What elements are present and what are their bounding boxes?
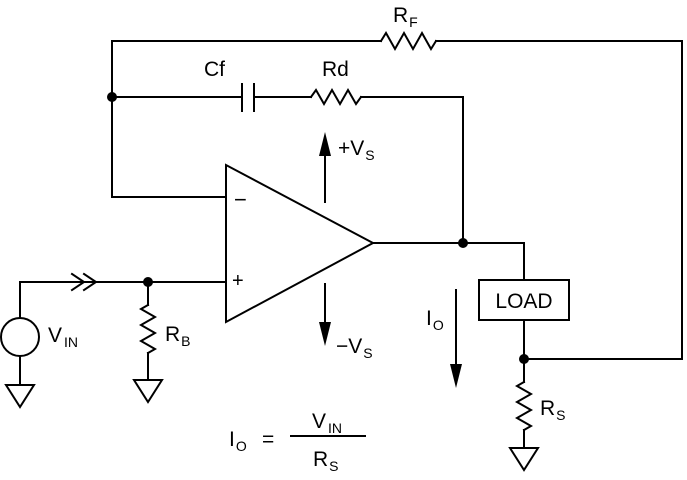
junction-dot — [107, 92, 117, 102]
inverting-input-sign: − — [234, 187, 247, 212]
vin-ground-symbol — [4, 384, 36, 409]
rb-resistor — [138, 303, 158, 355]
input-connector-chevrons — [70, 272, 98, 292]
rb-ground-symbol — [132, 379, 164, 404]
equation-denominator: RS — [313, 448, 339, 474]
rs-ground-symbol — [508, 447, 540, 472]
rs-label: RS — [540, 397, 566, 423]
cf-label: Cf — [204, 58, 225, 81]
rf-feedback-path — [111, 30, 683, 360]
rd-label: Rd — [322, 58, 349, 81]
positive-supply-arrow — [319, 132, 331, 203]
equation-equals: = — [262, 428, 274, 451]
vs-positive-label: +VS — [338, 137, 375, 163]
rd-resistor — [309, 87, 363, 107]
io-current-arrow — [450, 289, 462, 388]
rb-label: RB — [165, 323, 191, 349]
rs-resistor — [514, 380, 534, 432]
vin-source-circle — [0, 317, 40, 357]
junction-dot — [458, 238, 468, 248]
noninverting-input-wire — [19, 281, 227, 319]
negative-supply-arrow — [319, 283, 331, 346]
equation-lhs: IO — [229, 428, 247, 454]
rf-label: RF — [393, 4, 418, 30]
noninverting-input-sign: + — [232, 270, 244, 292]
io-label: IO — [426, 307, 444, 333]
vs-negative-label: −VS — [336, 335, 373, 361]
cf-rd-branch — [111, 83, 464, 244]
load-label: LOAD — [495, 290, 552, 313]
junction-dot — [143, 277, 153, 287]
output-wire — [372, 242, 525, 281]
junction-dot — [519, 354, 529, 364]
op-amp-triangle — [225, 163, 376, 324]
